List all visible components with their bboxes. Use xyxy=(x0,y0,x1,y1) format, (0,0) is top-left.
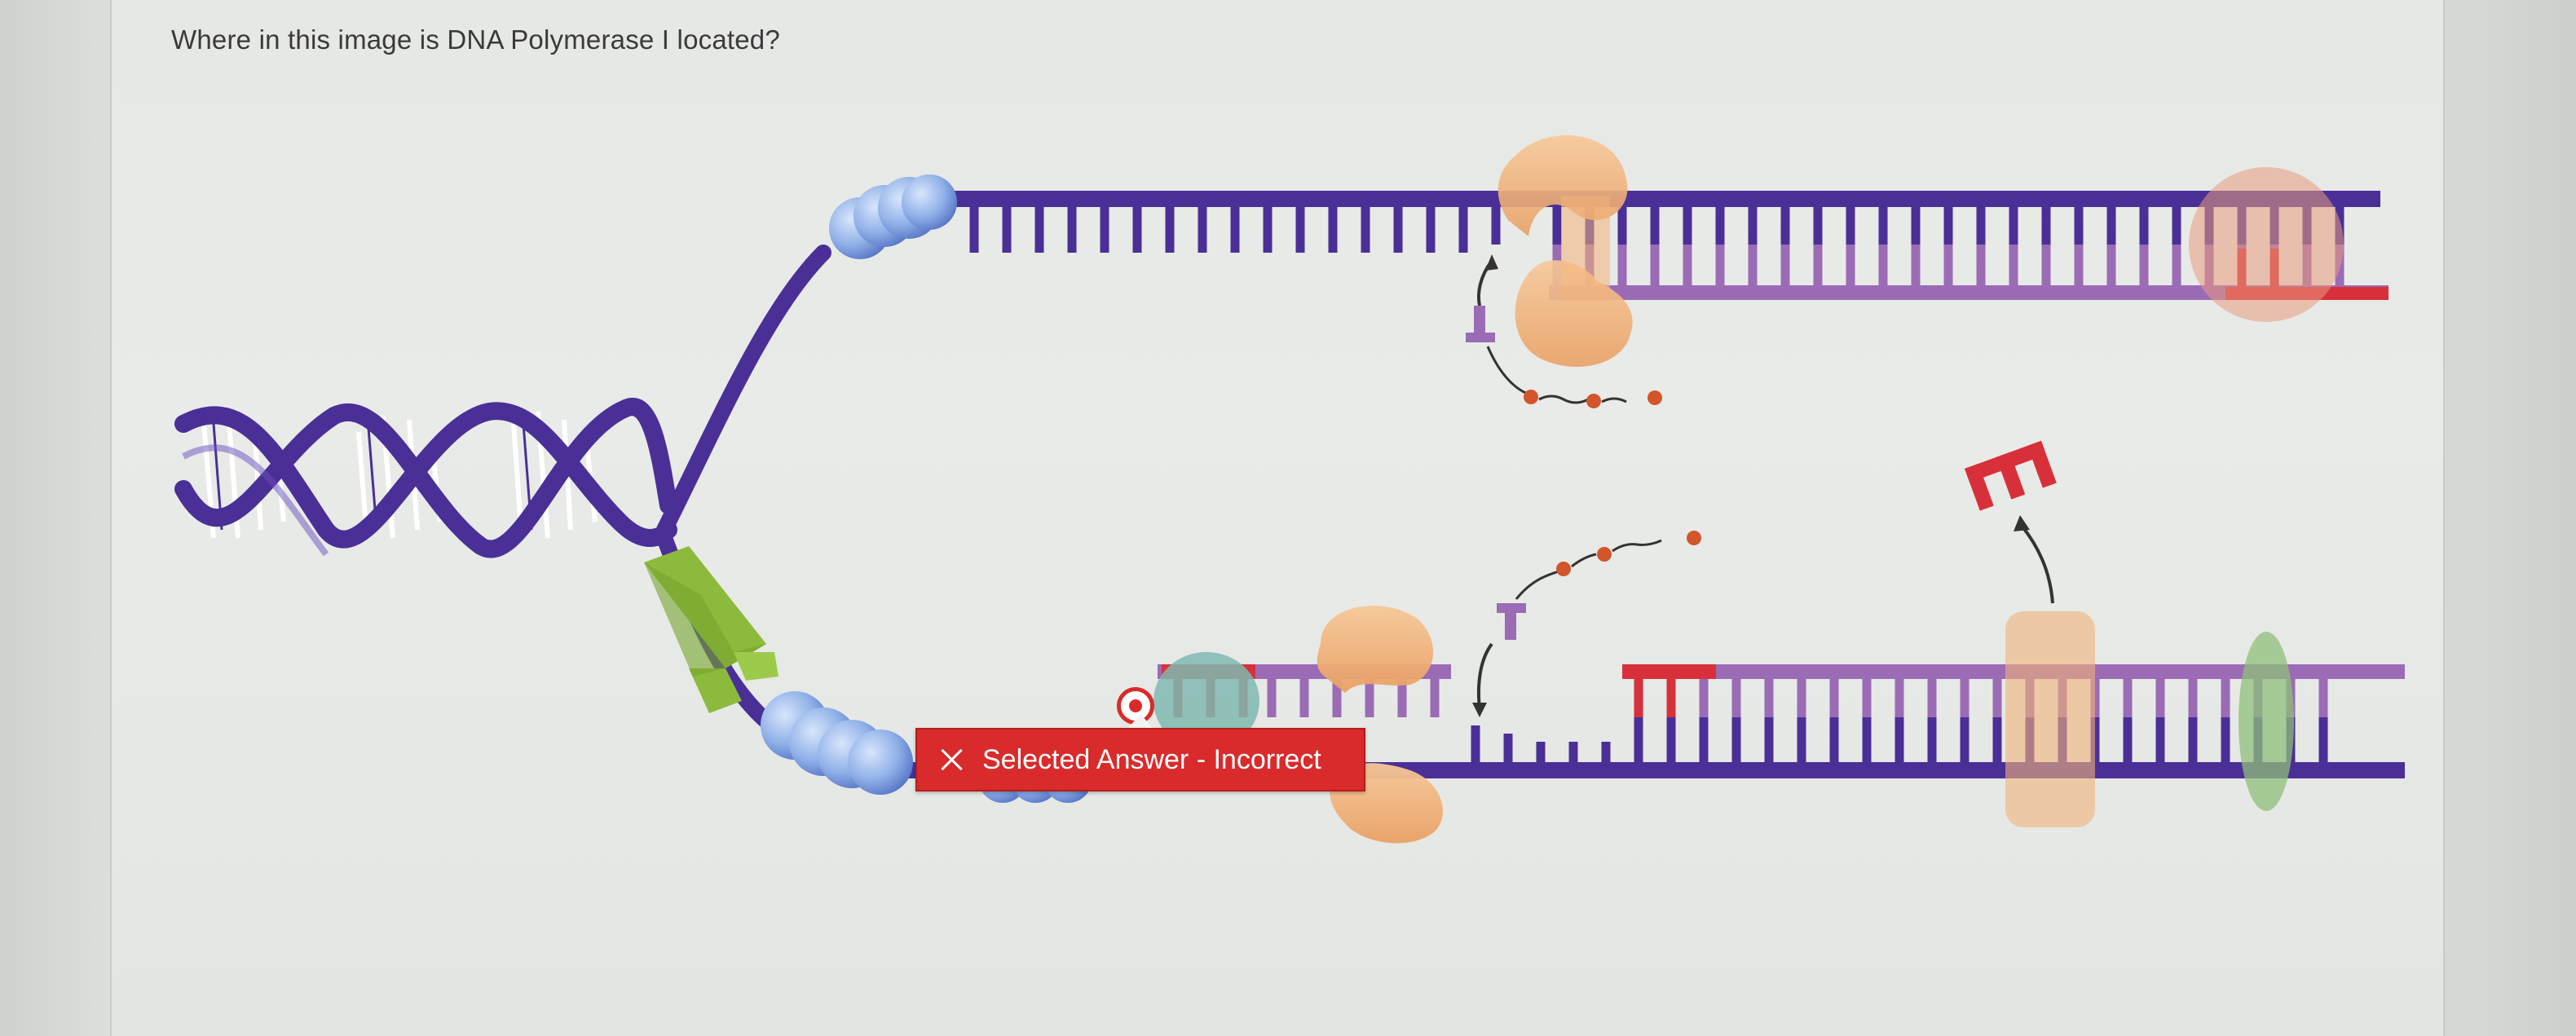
template-bases-top xyxy=(969,204,1501,253)
ssb-proteins-top[interactable] xyxy=(829,174,957,259)
helicase[interactable] xyxy=(644,546,779,713)
dna-polymerase-i[interactable] xyxy=(2005,515,2095,827)
question-text: Where in this image is DNA Polymerase I … xyxy=(171,24,780,55)
top-right-protein xyxy=(2189,167,2344,322)
incoming-nucleotide-top xyxy=(1466,254,1662,408)
leading-polymerase-iii[interactable] xyxy=(1498,135,1633,367)
parent-double-helix xyxy=(174,398,677,558)
released-rna-primer xyxy=(1965,440,2057,511)
tooltip-pointer xyxy=(1127,714,1153,729)
question-card xyxy=(110,0,2445,1036)
incoming-nucleotide-bottom xyxy=(1472,531,1701,717)
primase[interactable] xyxy=(1153,652,1259,750)
feedback-label: Selected Answer - Incorrect xyxy=(982,743,1321,775)
selected-answer-feedback: Selected Answer - Incorrect xyxy=(915,728,1365,791)
dna-ligase[interactable] xyxy=(2239,632,2294,811)
close-icon xyxy=(940,747,964,772)
lagging-polymerase-iii[interactable] xyxy=(1317,606,1443,844)
leading-template-strand xyxy=(656,191,2380,538)
ssb-proteins-bottom[interactable] xyxy=(761,691,1092,803)
